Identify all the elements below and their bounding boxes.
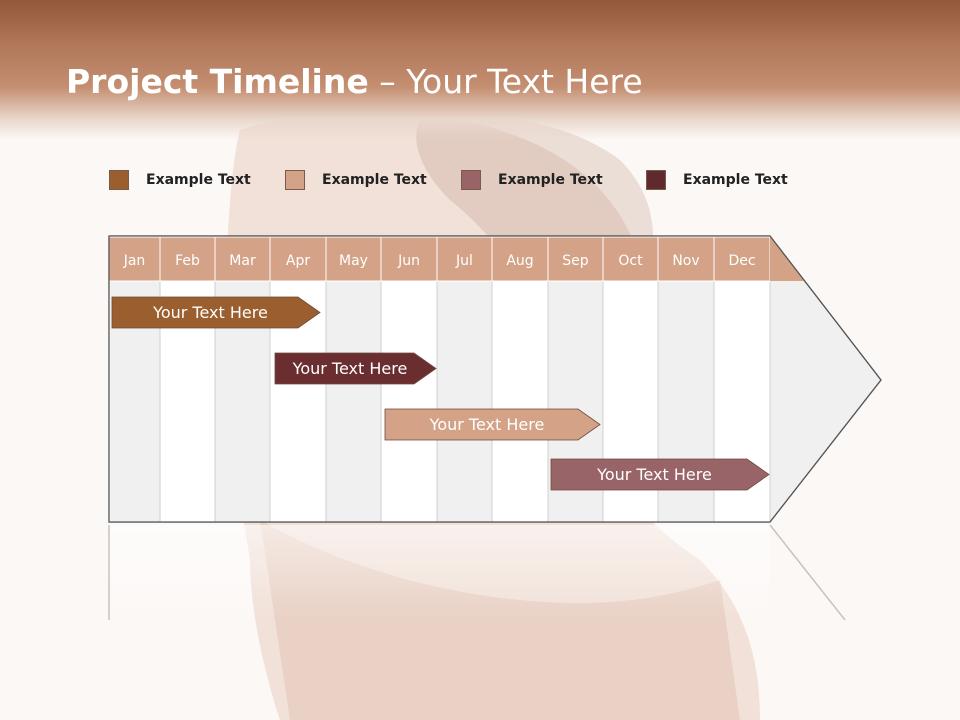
task-bar[interactable] <box>274 352 437 385</box>
month-header-cell <box>436 236 493 282</box>
month-header-cell <box>108 236 161 282</box>
month-header-cell <box>491 236 549 282</box>
header-band <box>0 0 960 140</box>
month-column <box>491 280 549 523</box>
task-bar[interactable] <box>384 408 601 441</box>
month-label: Jan <box>123 253 146 269</box>
month-label: Apr <box>286 253 310 269</box>
legend-swatch <box>461 170 481 190</box>
month-label: Nov <box>672 253 699 269</box>
title-rest: – Your Text Here <box>368 62 643 101</box>
month-header-cell <box>269 236 327 282</box>
month-header-cell <box>602 236 659 282</box>
task-bar[interactable] <box>111 296 321 329</box>
month-label: Feb <box>175 253 200 269</box>
month-header-cell <box>159 236 216 282</box>
month-label: Oct <box>618 253 643 269</box>
task-bar-label: Your Text Here <box>429 415 545 434</box>
legend-label: Example Text <box>683 172 788 188</box>
month-label: Dec <box>728 253 755 269</box>
task-bar-label: Your Text Here <box>292 359 408 378</box>
timeline-reflection <box>108 524 846 621</box>
month-label: Sep <box>562 253 589 269</box>
legend-swatch <box>646 170 666 190</box>
month-column <box>380 280 438 523</box>
page-title: Project Timeline – Your Text Here <box>66 60 643 104</box>
legend-swatch <box>285 170 305 190</box>
task-bar[interactable] <box>550 458 770 491</box>
month-label: May <box>339 253 368 269</box>
month-label: Mar <box>229 253 256 269</box>
month-column <box>436 280 493 523</box>
month-header-cell <box>713 236 771 282</box>
month-header-cell <box>214 236 271 282</box>
title-bold: Project Timeline <box>66 62 369 101</box>
month-label: Aug <box>506 253 533 269</box>
month-header-cell <box>325 236 382 282</box>
legend-swatch <box>109 170 129 190</box>
month-label: Jun <box>397 253 420 269</box>
month-label: Jul <box>455 253 473 269</box>
month-header-cell <box>380 236 438 282</box>
month-column <box>325 280 382 523</box>
month-header-cell <box>547 236 604 282</box>
legend-label: Example Text <box>322 172 427 188</box>
task-bar-label: Your Text Here <box>152 303 268 322</box>
legend-label: Example Text <box>146 172 251 188</box>
task-bar-label: Your Text Here <box>596 465 712 484</box>
legend-label: Example Text <box>498 172 603 188</box>
month-header-cell <box>657 236 715 282</box>
